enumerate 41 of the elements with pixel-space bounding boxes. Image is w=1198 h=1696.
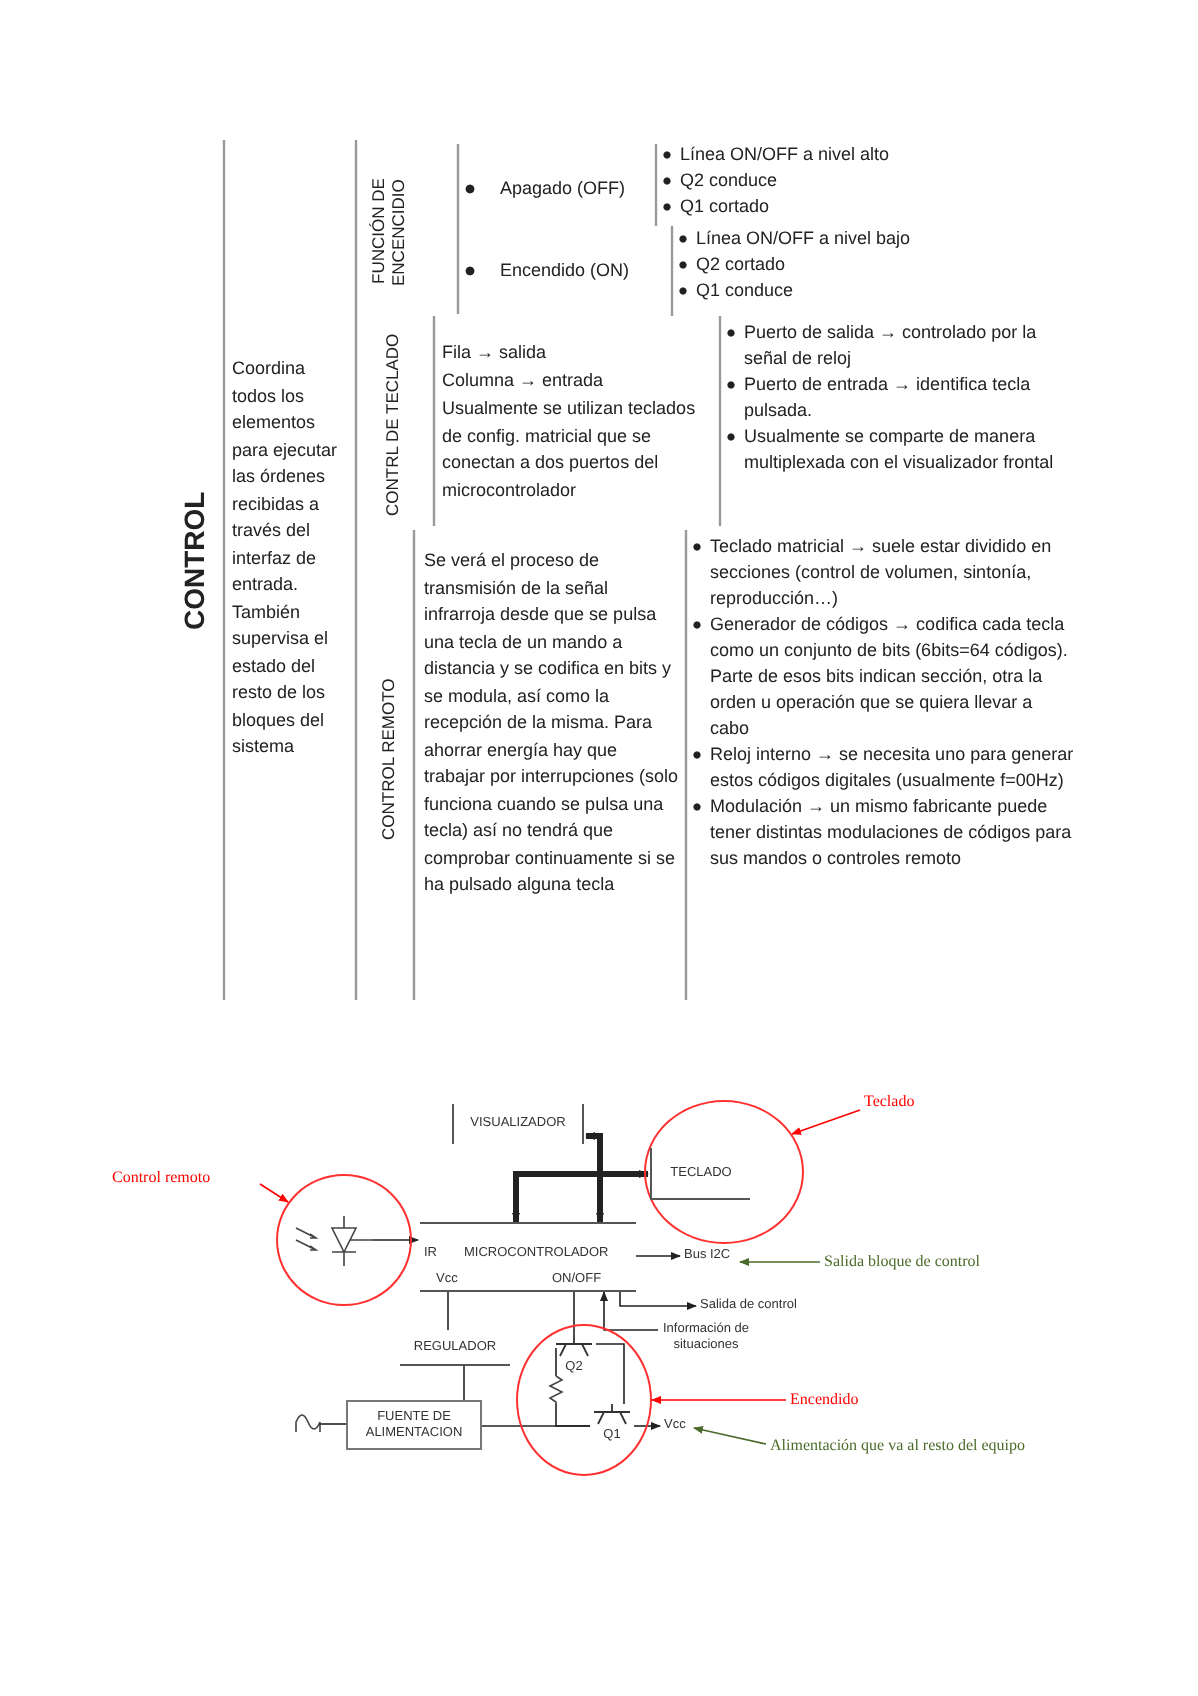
arrow (635, 1252, 681, 1260)
connector-line (555, 1403, 591, 1427)
connector-line (463, 1365, 465, 1401)
annotation-text: Salida bloque de control (824, 1252, 980, 1270)
highlight-circle (516, 1324, 652, 1476)
row-heading: CONTRL DE TECLADO (382, 330, 402, 520)
arrow (600, 1291, 659, 1331)
resistor-symbol (548, 1376, 564, 1404)
pointer-arrow (259, 1183, 289, 1203)
row-heading: FUNCIÓN DE ENCENCIDIO (368, 176, 410, 290)
bullet-item: Reloj interno → se necesita uno para generar estos códigos digitales (usualmente f=00Hz) (692, 742, 1076, 794)
arrow (371, 1236, 419, 1244)
arrow (512, 1170, 649, 1223)
arrow (585, 1132, 604, 1223)
microcontroller-block (420, 1222, 636, 1292)
pointer-arrow (791, 1109, 861, 1135)
highlight-circle (276, 1174, 412, 1306)
body-text: Columna → entrada (442, 368, 606, 394)
body-text: Fila → salida (442, 340, 549, 366)
pointer-arrow (693, 1426, 767, 1445)
connector-line (555, 1347, 557, 1377)
row-heading: CONTROL REMOTO (378, 677, 398, 845)
pointer-arrow (739, 1258, 821, 1266)
connector-line (573, 1289, 575, 1337)
description-text: Coordina todos los elementos para ejecutar las órdenes recibidas a través del interfaz de entrada. También supervisa el estado del resto de los bloques del sistema (232, 356, 340, 760)
connector-line (595, 1343, 625, 1405)
pointer-arrow (651, 1396, 787, 1404)
highlight-circle (644, 1100, 804, 1244)
connector-line (319, 1423, 347, 1425)
ac-source-icon (296, 1410, 324, 1434)
section-title: CONTROL (178, 488, 210, 634)
annotation-text: Alimentación que va al resto del equipo (770, 1436, 1026, 1454)
annotation-text: Encendido (790, 1390, 859, 1408)
annotation-text: Teclado (864, 1092, 915, 1110)
body-text: Usualmente se utilizan teclados de config. matricial que se conectan a dos puertos del microcontrolador (442, 396, 698, 503)
connector-line (447, 1289, 449, 1331)
arrow (619, 1289, 697, 1310)
arrow (633, 1422, 661, 1430)
body-text: Se verá el proceso de transmisión de la señal infrarroja desde que se pulsa una tecla de un mando a distancia y se codifica en bits y se modula, así como la recepción de la misma. Para ahorrar energía hay que trabajar por interrupciones (solo funciona cuando se pulsa una tecla) así no tendrá que comprobar continuamente si se ha pulsado alguna tecla (424, 548, 680, 898)
photodiode-icon (292, 1212, 372, 1268)
annotation-text: Control remoto (112, 1168, 211, 1186)
